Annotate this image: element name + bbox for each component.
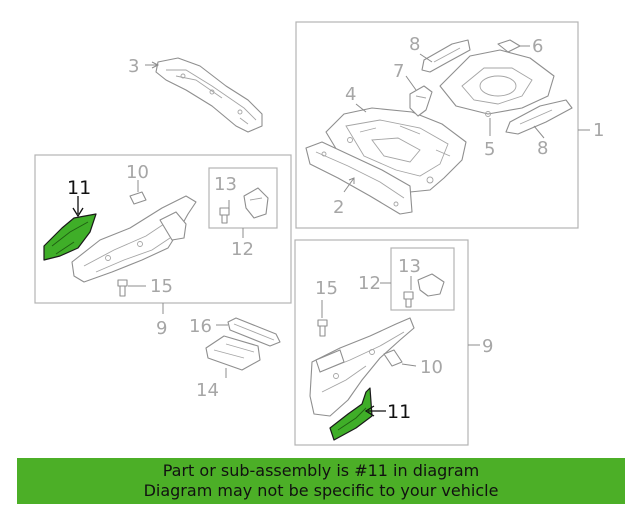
part-14-support bbox=[205, 335, 261, 378]
part-4-rear-floor-pan bbox=[325, 103, 467, 193]
part-8-upper-bracket bbox=[419, 39, 471, 73]
part-8-rear-bracket bbox=[505, 99, 573, 139]
part-11-left-highlight bbox=[43, 196, 97, 261]
callout-7: 7 bbox=[393, 61, 404, 82]
callout-15-left: 15 bbox=[150, 276, 173, 297]
part-13-right-bracket bbox=[403, 273, 445, 308]
callout-15-right: 15 bbox=[315, 278, 338, 299]
callout-10-left: 10 bbox=[126, 162, 149, 183]
assembly-box-9-right bbox=[294, 239, 469, 446]
callout-13-left: 13 bbox=[214, 174, 237, 195]
part-5-spare-tire-pan bbox=[439, 49, 555, 136]
info-banner: Part or sub-assembly is #11 in diagram D… bbox=[17, 458, 625, 504]
callout-13-right: 13 bbox=[398, 256, 421, 277]
part-13-left-bracket bbox=[219, 187, 269, 224]
callout-12-left: 12 bbox=[231, 239, 254, 260]
callout-3: 3 bbox=[128, 56, 139, 77]
callout-4: 4 bbox=[345, 84, 356, 105]
callout-11-right: 11 bbox=[387, 401, 411, 423]
part-6-clip bbox=[497, 39, 530, 53]
parts-diagram: 3 4 2 7 8 6 5 8 1 10 11 13 12 15 9 16 14… bbox=[34, 21, 604, 446]
part-10-right-gusset bbox=[383, 349, 417, 367]
part-9-left-frame-rail bbox=[71, 195, 197, 283]
part-15-left-bolt bbox=[117, 279, 146, 297]
part-7-bracket bbox=[405, 75, 433, 117]
callout-9-right: 9 bbox=[482, 336, 493, 357]
part-16-reinforcement bbox=[216, 317, 281, 347]
callout-8-right: 8 bbox=[537, 138, 548, 159]
callout-9-left: 9 bbox=[156, 318, 167, 339]
part-15-right-bolt bbox=[317, 300, 328, 337]
callout-11-left: 11 bbox=[67, 177, 91, 199]
part-2-floor-crossmember bbox=[305, 141, 413, 215]
banner-line-2: Diagram may not be specific to your vehi… bbox=[143, 481, 499, 500]
callout-10-right: 10 bbox=[420, 357, 443, 378]
callout-5: 5 bbox=[484, 139, 495, 160]
callout-6: 6 bbox=[532, 36, 543, 57]
banner-line-1: Part or sub-assembly is #11 in diagram bbox=[162, 461, 480, 480]
callout-1: 1 bbox=[593, 120, 604, 141]
callout-16: 16 bbox=[189, 316, 212, 337]
part-10-left-gusset bbox=[129, 180, 147, 205]
callout-12-right: 12 bbox=[358, 273, 381, 294]
callout-2: 2 bbox=[333, 197, 344, 218]
assembly-box-1 bbox=[295, 21, 579, 229]
sub-box-12-right bbox=[390, 247, 455, 311]
callout-8-top: 8 bbox=[409, 34, 420, 55]
part-9-right-frame-rail bbox=[309, 317, 415, 417]
part-3-cross-member bbox=[145, 57, 263, 133]
callout-14: 14 bbox=[196, 380, 219, 401]
part-11-right-highlight bbox=[329, 387, 386, 441]
